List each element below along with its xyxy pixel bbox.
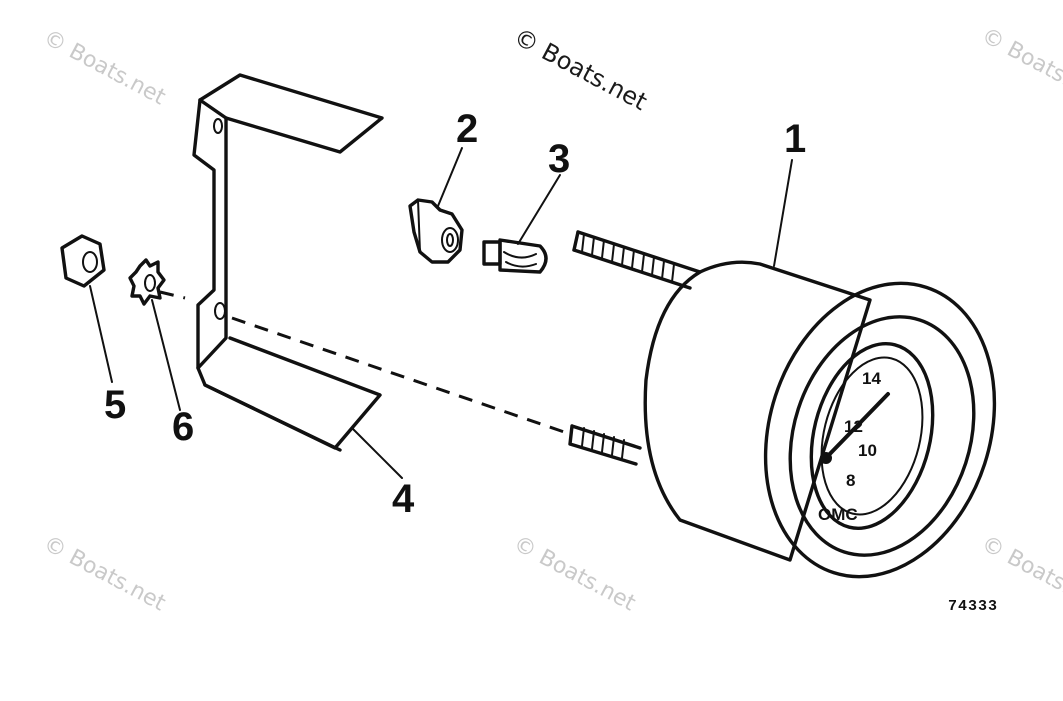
leader-lines — [89, 147, 793, 479]
callout-6: 6 — [172, 405, 194, 449]
callout-1: 1 — [784, 117, 806, 161]
callout-4: 4 — [392, 477, 415, 521]
callout-5: 5 — [104, 383, 126, 427]
bracket-part-4 — [192, 73, 384, 452]
hex-nut-part-5 — [60, 234, 106, 288]
bulb-part-3 — [482, 238, 548, 274]
watermark-top-center: © Boats.net — [509, 23, 651, 116]
watermark-bottom-center: © Boats.net — [509, 531, 640, 616]
figure-number: 74333 — [948, 598, 998, 615]
callout-3: 3 — [548, 137, 570, 181]
assembly-dashed-line — [159, 290, 571, 436]
callout-2: 2 — [456, 107, 478, 151]
lock-washer-part-6 — [128, 258, 166, 306]
watermark-top-right: © Boats.net — [977, 23, 1063, 108]
watermark-group: © Boats.net © Boats.net © Boats.net © Bo… — [39, 23, 1063, 617]
dial-number-14: 14 — [862, 369, 881, 388]
dial-number-10: 10 — [858, 441, 877, 460]
gauge-needle — [820, 392, 890, 464]
gauge-part-1: 14 12 10 8 OMC — [643, 260, 997, 579]
dial-number-8: 8 — [846, 471, 855, 490]
watermark-bottom-left: © Boats.net — [39, 531, 170, 616]
gauge-mounting-studs — [568, 230, 702, 466]
callout-labels: 1 2 3 4 5 6 — [104, 107, 806, 521]
watermark-top-left: © Boats.net — [39, 25, 170, 110]
lamp-socket-part-2 — [408, 198, 464, 264]
dial-number-12: 12 — [844, 417, 863, 436]
dial-brand: OMC — [818, 505, 858, 524]
